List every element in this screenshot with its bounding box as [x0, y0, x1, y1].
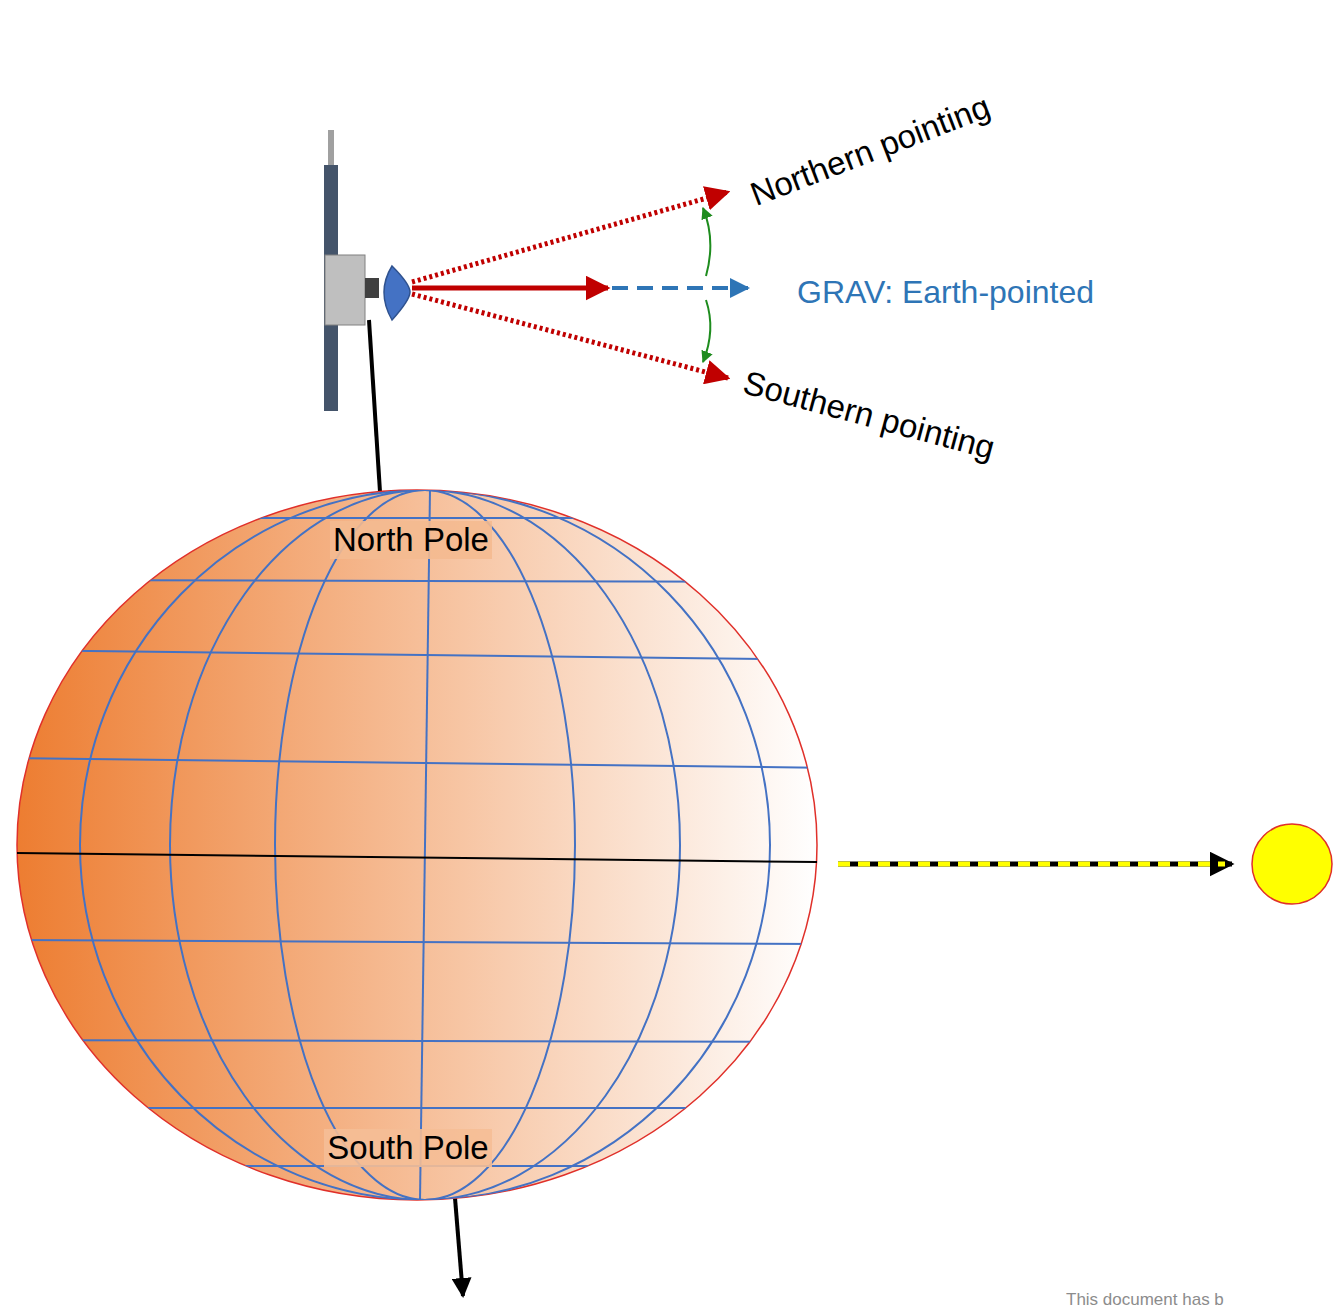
axis-line [369, 320, 380, 492]
watermark-note: This document has b [1066, 1290, 1224, 1310]
northern-pointing-arrow [412, 192, 728, 282]
satellite-antenna [328, 130, 334, 168]
southern-pointing-arrow [412, 294, 728, 378]
pointing-label: Southern pointing [739, 364, 999, 468]
tilt-arc-down [703, 300, 710, 362]
axis-arrow [455, 1198, 463, 1296]
antenna-dish [384, 266, 410, 320]
pole-label: South Pole [324, 1129, 491, 1167]
satellite-body [325, 255, 365, 325]
sun-direction-dash [838, 862, 1225, 867]
pointing-label: GRAV: Earth-pointed [797, 274, 1094, 311]
pole-label: North Pole [330, 521, 492, 559]
dish-mount [365, 278, 379, 298]
equator-line [17, 853, 817, 862]
globe-grid [0, 490, 840, 1200]
earth-pointed-arrow [612, 286, 748, 290]
sun-direction-arrow [838, 862, 1232, 867]
pointing-label: Northern pointing [745, 88, 995, 214]
tilt-arc-up [703, 208, 710, 276]
boresight-arrow [412, 286, 608, 291]
earth-globe [17, 490, 817, 1200]
sun [1252, 824, 1332, 904]
